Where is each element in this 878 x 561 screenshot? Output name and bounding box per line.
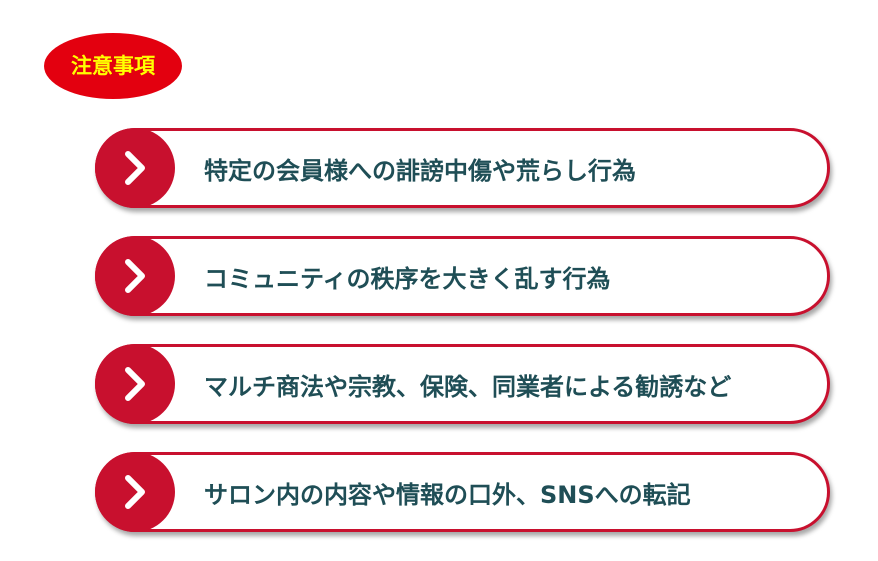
chevron-right-icon bbox=[125, 259, 145, 293]
chevron-circle bbox=[95, 236, 175, 316]
list-item-label: コミュニティの秩序を大きく乱す行為 bbox=[204, 264, 611, 293]
list-item-label: 特定の会員様への誹謗中傷や荒らし行為 bbox=[204, 156, 636, 185]
chevron-right-icon bbox=[125, 367, 145, 401]
notice-badge: 注意事項 bbox=[44, 33, 182, 99]
list-item: コミュニティの秩序を大きく乱す行為 bbox=[95, 236, 830, 316]
list-item: サロン内の内容や情報の口外、SNSへの転記 bbox=[95, 452, 830, 532]
chevron-circle bbox=[95, 344, 175, 424]
list-item: マルチ商法や宗教、保険、同業者による勧誘など bbox=[95, 344, 830, 424]
chevron-circle bbox=[95, 128, 175, 208]
chevron-right-icon bbox=[125, 151, 145, 185]
notice-badge-label: 注意事項 bbox=[71, 53, 155, 78]
list-item-label: マルチ商法や宗教、保険、同業者による勧誘など bbox=[204, 372, 732, 401]
chevron-circle bbox=[95, 452, 175, 532]
list-item: 特定の会員様への誹謗中傷や荒らし行為 bbox=[95, 128, 830, 208]
chevron-right-icon bbox=[125, 475, 145, 509]
list-item-label: サロン内の内容や情報の口外、SNSへの転記 bbox=[204, 480, 691, 509]
